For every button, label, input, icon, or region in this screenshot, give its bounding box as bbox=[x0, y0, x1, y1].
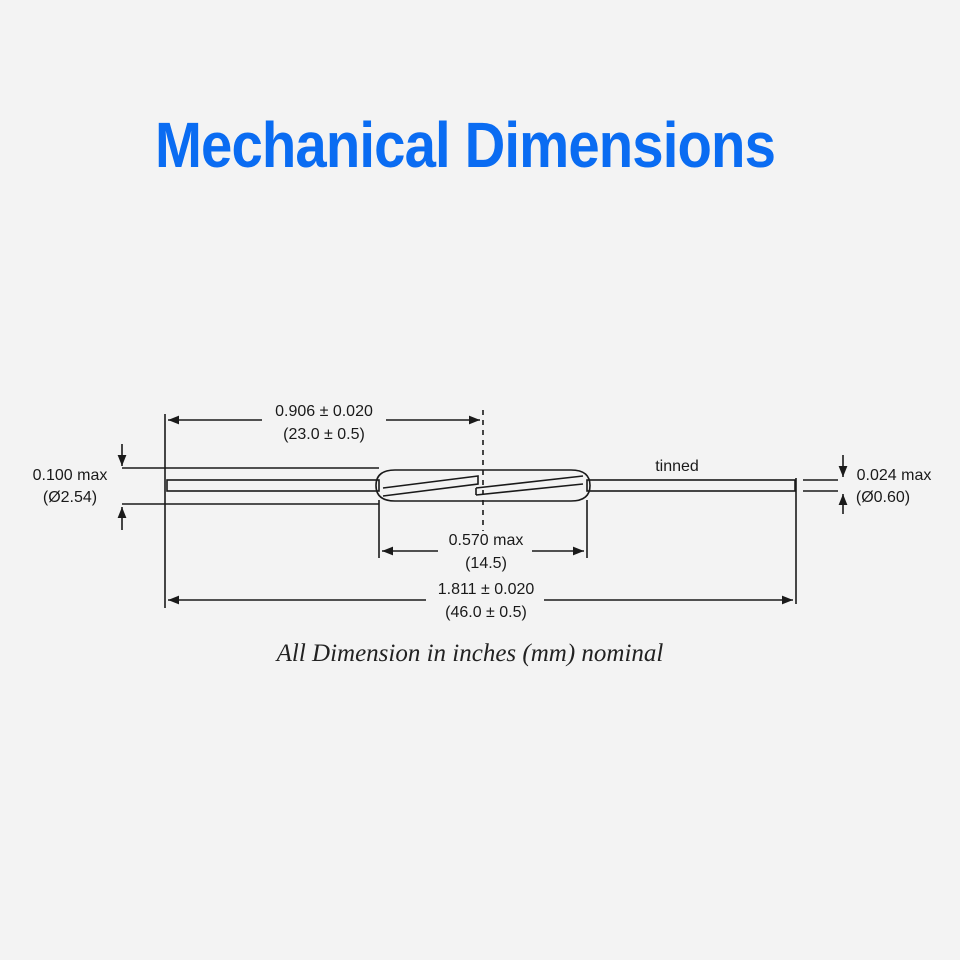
left-lead bbox=[166, 479, 380, 492]
glass-length-inches: 0.570 max bbox=[449, 532, 524, 549]
overall-length-mm: (46.0 ± 0.5) bbox=[445, 604, 527, 621]
right-lead bbox=[586, 479, 796, 492]
lead-diameter-mm: (Ø0.60) bbox=[856, 489, 910, 506]
half-length-mm: (23.0 ± 0.5) bbox=[283, 426, 365, 443]
glass-envelope bbox=[375, 469, 591, 502]
overall-length-inches: 1.811 ± 0.020 bbox=[438, 581, 535, 598]
glass-diameter-inches: 0.100 max bbox=[33, 467, 108, 484]
lead-finish-label: tinned bbox=[655, 458, 699, 475]
glass-length-mm: (14.5) bbox=[465, 555, 507, 572]
glass-diameter-mm: (Ø2.54) bbox=[43, 489, 97, 506]
lead-diameter-inches: 0.024 max bbox=[857, 467, 932, 484]
right-reed bbox=[475, 475, 584, 496]
units-footnote: All Dimension in inches (mm) nominal bbox=[276, 640, 664, 667]
left-reed bbox=[382, 475, 479, 497]
page-title: Mechanical Dimensions bbox=[154, 109, 776, 181]
half-length-inches: 0.906 ± 0.020 bbox=[275, 403, 373, 420]
